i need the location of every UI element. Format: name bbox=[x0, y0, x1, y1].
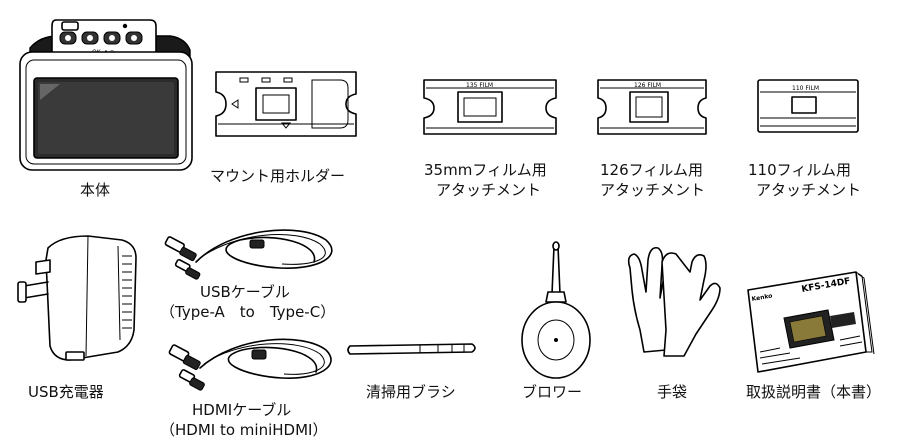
film35-tab-text: 135 FILM bbox=[466, 82, 493, 89]
usb-cable-label-line1: USBケーブル bbox=[200, 283, 290, 301]
mount-holder-label: マウント用ホルダー bbox=[210, 167, 346, 185]
film110-tab-text: 110 FILM bbox=[792, 85, 819, 92]
manual-label: 取扱説明書（本書） bbox=[746, 383, 882, 401]
film35-label-line2: アタッチメント bbox=[436, 181, 542, 199]
usb-charger-label: USB充電器 bbox=[28, 383, 104, 401]
film126-label-line2: アタッチメント bbox=[600, 181, 706, 199]
manual-brand-text: Kenko bbox=[751, 292, 773, 303]
film126-label-line1: 126フィルム用 bbox=[600, 161, 704, 179]
film110-label-line2: アタッチメント bbox=[756, 181, 862, 199]
film35-label-line1: 35mmフィルム用 bbox=[424, 161, 547, 179]
film126-tab-text: 126 FILM bbox=[634, 82, 661, 89]
cleaning-brush-label: 清掃用ブラシ bbox=[366, 383, 456, 401]
hdmi-cable-label-line1: HDMIケーブル bbox=[192, 401, 292, 419]
blower-label: ブロワー bbox=[522, 383, 583, 401]
main-unit-label: 本体 bbox=[80, 181, 111, 199]
film110-label-line1: 110フィルム用 bbox=[748, 161, 852, 179]
hdmi-cable-label-line2: （HDMI to miniHDMI） bbox=[160, 421, 328, 439]
gloves-label: 手袋 bbox=[657, 383, 688, 401]
usb-cable-label-line2: （Type-A to Type-C） bbox=[160, 303, 336, 321]
